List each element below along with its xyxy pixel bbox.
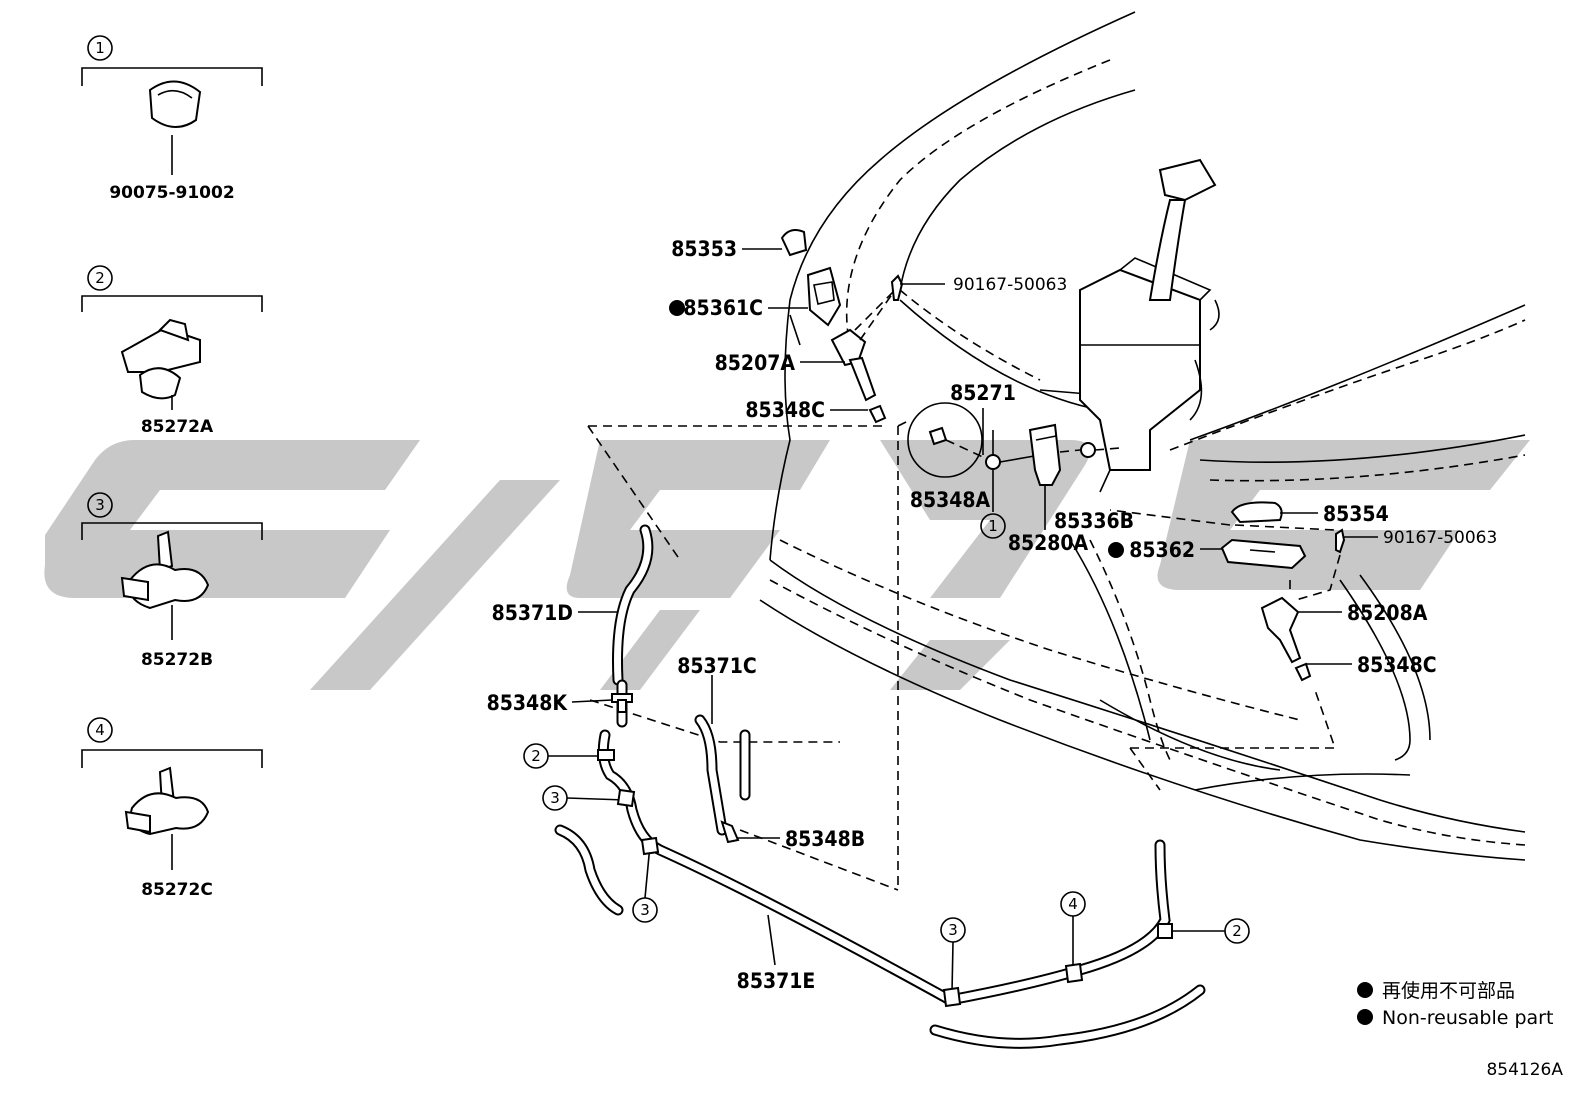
part-label-90167-50063-right: 90167-50063 [1383,528,1497,548]
part-label-85371E: 85371E [737,969,816,993]
non-reusable-dot-85362 [1108,542,1124,558]
clip-box-3: 3 85272B [81,492,263,670]
part-label-85348K: 85348K [487,691,569,715]
legend-text-en: Non-reusable part [1382,1007,1553,1029]
clip-box-1: 1 90075-91002 [81,35,263,203]
callout-2-right: 2 [1232,922,1242,940]
part-label-85348B: 85348B [785,827,865,851]
clip-box-4: 4 85272C [81,717,263,900]
callout-3-left-upper: 3 [550,789,560,807]
part-label-85348C-top: 85348C [745,398,825,422]
clip-part-85272B: 85272B [141,650,213,670]
clip-callout-1: 1 [95,39,105,57]
right-nozzle-assembly [1109,501,1346,682]
legend-dot-jp [1357,982,1373,998]
washer-pump-assembly: 1 [907,402,1121,539]
clip-callout-4: 4 [95,721,105,739]
dashed-guides [587,419,1337,891]
clip-box-2: 2 85272A [81,265,263,437]
part-label-85271: 85271 [950,381,1016,405]
part-label-85371C: 85371C [677,654,757,678]
clip-part-85272A: 85272A [141,417,214,437]
part-label-85362: 85362 [1129,538,1195,562]
callout-4-bottom: 4 [1068,895,1078,913]
non-reusable-dot-85361C [669,300,685,316]
legend-dot-en [1357,1009,1373,1025]
left-nozzle-assembly [780,229,904,424]
part-label-90167-50063-top: 90167-50063 [953,275,1067,295]
hoses [554,524,1206,1049]
part-label-85354: 85354 [1323,502,1389,526]
callout-3-left-lower: 3 [640,901,650,919]
clip-callout-3: 3 [95,496,105,514]
callout-2-left: 2 [531,747,541,765]
hose-clip-callouts: 2 3 3 3 4 2 [523,743,1250,1008]
clip-part-85272C: 85272C [141,880,213,900]
clip-part-90075-91002: 90075-91002 [109,183,234,203]
part-label-85353: 85353 [671,237,737,261]
watermark-logo [44,440,1530,690]
part-label-85371D: 85371D [492,601,573,625]
callout-3-bottom: 3 [948,921,958,939]
part-label-85348A: 85348A [910,488,991,512]
diagram-code: 854126A [1486,1060,1563,1080]
legend-text-jp: 再使用不可部品 [1382,980,1515,1002]
clip-callout-2: 2 [95,269,105,287]
part-label-85280A: 85280A [1008,531,1089,555]
legend: 再使用不可部品 Non-reusable part [1357,980,1553,1029]
callout-1-pump: 1 [988,517,998,535]
leader-lines [571,248,1378,966]
washer-tank [1079,158,1220,471]
part-labels: 85353 85361C 85207A 85348C 90167-50063 8… [487,237,1498,993]
part-label-85336B: 85336B [1054,509,1134,533]
part-label-85207A: 85207A [715,351,796,375]
part-label-85361C: 85361C [683,296,763,320]
vehicle-body-outline [759,11,1526,861]
part-label-85208A: 85208A [1347,601,1428,625]
part-label-85348C-right: 85348C [1357,653,1437,677]
